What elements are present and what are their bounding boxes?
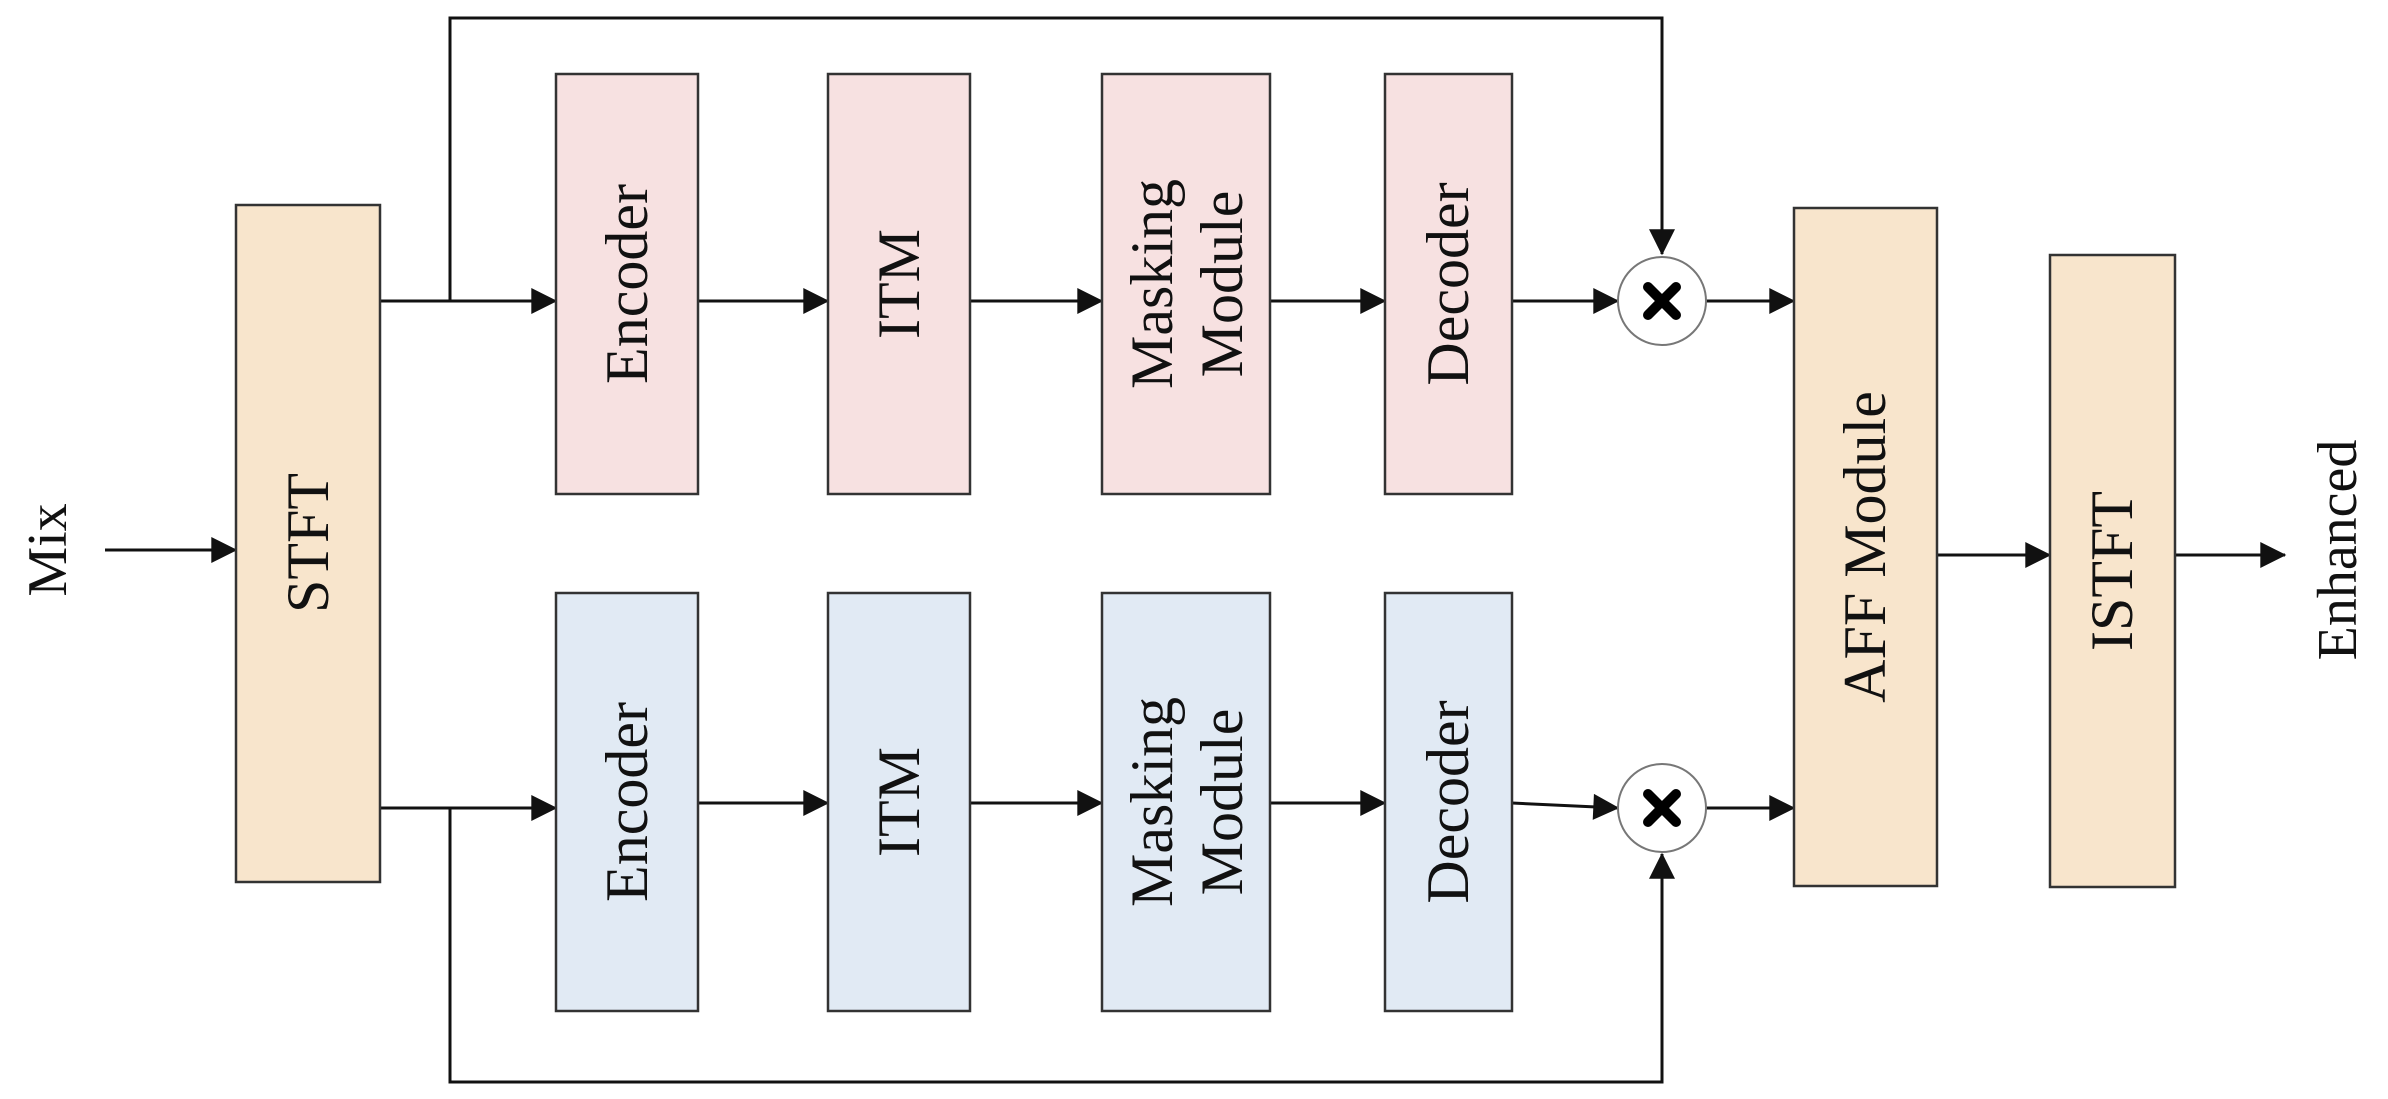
- bottom-masking-module-box: [1100, 591, 1272, 1013]
- bottom-encoder-label: Encoder: [594, 702, 660, 902]
- bottom-branch: Encoder ITM Masking Module Decoder: [554, 591, 1707, 1013]
- aff-module-box: [1792, 206, 1939, 888]
- bottom-skip-connection: [448, 808, 1675, 1084]
- top-skip-connection: [448, 16, 1675, 301]
- top-masking-label-line2: Module: [1189, 191, 1255, 378]
- top-masking-module-block: Masking Module: [1100, 72, 1272, 496]
- bottom-masking-label-line1: Masking: [1119, 697, 1185, 907]
- multiply-icon: [1643, 282, 1681, 320]
- top-encoder-box: [554, 72, 700, 496]
- top-masking-label-line1: Masking: [1119, 179, 1185, 389]
- top-itm-block: ITM: [826, 72, 972, 496]
- istft-box: [2048, 253, 2177, 889]
- istft-block: ISTFT: [2048, 253, 2177, 889]
- arrow-bottom-decoder-to-multiply: [1511, 793, 1620, 820]
- connections: [105, 16, 2287, 1084]
- bottom-itm-label: ITM: [866, 747, 932, 857]
- bottom-decoder-label: Decoder: [1415, 700, 1481, 903]
- bottom-itm-box: [826, 591, 972, 1013]
- bottom-encoder-box: [554, 591, 700, 1013]
- top-multiply-node: [1617, 256, 1707, 346]
- bottom-multiply-node: [1617, 763, 1707, 853]
- bottom-encoder-block: Encoder: [554, 591, 700, 1013]
- top-itm-label: ITM: [866, 229, 932, 339]
- top-decoder-block: Decoder: [1383, 72, 1514, 496]
- istft-label: ISTFT: [2079, 491, 2145, 651]
- top-encoder-block: Encoder: [554, 72, 700, 496]
- bottom-decoder-block: Decoder: [1383, 591, 1514, 1013]
- top-decoder-label: Decoder: [1415, 182, 1481, 385]
- aff-module-label: AFF Module: [1832, 391, 1898, 703]
- bottom-masking-label-line2: Module: [1189, 709, 1255, 896]
- top-encoder-label: Encoder: [594, 184, 660, 384]
- bottom-itm-block: ITM: [826, 591, 972, 1013]
- top-masking-module-box: [1100, 72, 1272, 496]
- bottom-decoder-box: [1383, 591, 1514, 1013]
- stft-block: STFT: [234, 203, 382, 884]
- bottom-masking-module-block: Masking Module: [1100, 591, 1272, 1013]
- top-branch: Encoder ITM Masking Module Decoder: [554, 72, 1707, 496]
- stft-label: STFT: [275, 473, 341, 613]
- top-decoder-box: [1383, 72, 1514, 496]
- aff-module-block: AFF Module: [1792, 206, 1939, 888]
- multiply-icon: [1643, 789, 1681, 827]
- input-label: Mix: [17, 503, 79, 596]
- top-itm-box: [826, 72, 972, 496]
- stft-box: [234, 203, 382, 884]
- output-label: Enhanced: [2307, 440, 2369, 661]
